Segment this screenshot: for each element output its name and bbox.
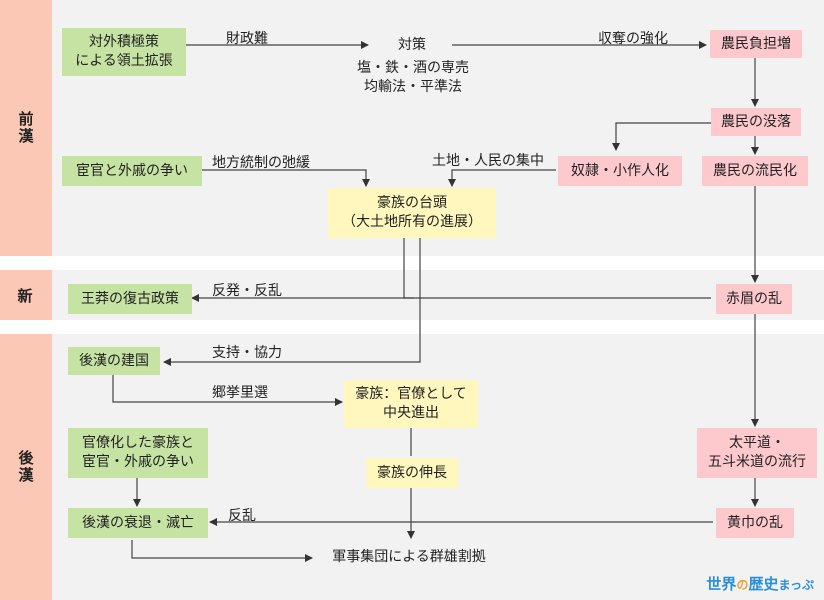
line-gentry-xin [403,238,414,299]
node-monopoly: 塩・鉄・酒の専売 均輸法・平準法 [357,60,469,95]
label-revolt1: 反発・反乱 [212,283,282,299]
node-warlords: 軍事集団による群雄割拠 [332,548,486,565]
node-farmer-decline: 農民の没落 [711,108,801,136]
node-decline: 後漢の衰退・滅亡 [68,508,208,538]
label-revolt2: 反乱 [228,508,256,524]
label-support: 支持・協力 [212,345,282,361]
label-recommendation: 郷挙里選 [212,385,268,401]
node-later-han-founding: 後漢の建国 [68,347,160,375]
node-gentry-rise: 豪族の台頭 （大土地所有の進展） [328,188,496,238]
arrow-decline-slaves [612,122,711,151]
label-land-concentration: 土地・人民の集中 [432,153,544,169]
node-farmer-burden: 農民負担増 [710,30,802,58]
era-xin: 新 [0,270,52,320]
arrow-decline-warlords [131,540,313,562]
node-gentry-growth: 豪族の伸長 [366,458,458,488]
node-countermeasures: 対策 [398,36,426,53]
node-yellow-turban: 黄巾の乱 [716,508,794,538]
era-separator-1 [0,256,824,270]
node-vagrancy: 農民の流民化 [702,156,808,186]
label-fiscal: 財政難 [226,31,268,47]
node-red-eyebrows: 赤眉の乱 [716,284,792,314]
node-eunuch-conflict: 宦官と外戚の争い [62,156,202,186]
node-bureaucratized-gentry: 官僚化した豪族と 宦官・外戚の争い [68,428,208,478]
label-tighten: 収奪の強化 [598,31,668,47]
arrow-support [163,238,421,366]
node-taiping: 太平道・ 五斗米道の流行 [697,428,817,478]
arrow-recommendation [112,374,343,406]
node-wang-mang: 王莽の復古政策 [68,284,192,314]
node-gentry-officials: 豪族：官僚として 中央進出 [344,380,478,428]
label-local-control: 地方統制の弛緩 [212,155,310,171]
arrow-local-control [202,169,370,187]
arrow-land-concentration [448,169,556,187]
node-slaves: 奴隷・小作人化 [558,156,682,186]
node-expansion: 対外積極策 による領土拡張 [62,28,186,76]
era-former-han: 前漢 [0,0,52,256]
site-logo: 世界の歴史まっぷ [706,575,814,593]
era-separator-2 [0,320,824,334]
era-later-han: 後漢 [0,334,52,600]
